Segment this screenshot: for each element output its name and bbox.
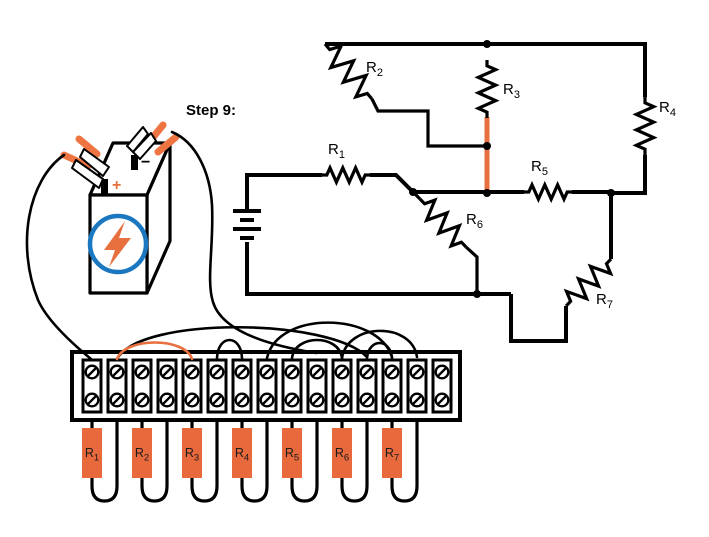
- screw-slot: [287, 367, 297, 377]
- screw-slot: [237, 395, 247, 405]
- resistor-r6: [411, 190, 475, 256]
- jumper-6-7: [215, 338, 244, 360]
- schematic-top-wire: [325, 42, 647, 97]
- screw-slot: [87, 395, 97, 405]
- clip-jaw: [71, 159, 104, 189]
- screw-slot: [312, 367, 322, 377]
- screw-slot: [112, 367, 122, 377]
- resistor-lead-loop: [240, 420, 269, 503]
- strip-label-r7: R7: [384, 446, 400, 464]
- battery-top-wire: [245, 173, 322, 211]
- battery-minus-label: −: [141, 154, 151, 171]
- r2-branch-wire: [370, 98, 487, 148]
- strip-resistor-body: [382, 428, 402, 478]
- screw-slot: [262, 367, 272, 377]
- strip-resistor-body: [332, 428, 352, 478]
- screw-slot: [337, 367, 347, 377]
- strip-label-r5: R5: [284, 446, 300, 464]
- battery-plus-label: +: [112, 177, 122, 194]
- screw-slot: [162, 367, 172, 377]
- battery-negative-wire: [170, 130, 318, 355]
- r7-bottom-wire: [509, 294, 568, 343]
- screw-slot: [437, 367, 447, 377]
- resistor-lead-loop: [340, 420, 369, 503]
- schematic-label-r1: R1: [328, 141, 345, 161]
- strip-label-r6: R6: [334, 446, 350, 464]
- schematic: [233, 35, 656, 343]
- schematic-label-r2: R2: [366, 59, 383, 79]
- alligator-clip-positive: [60, 135, 110, 189]
- clip-jaw: [79, 148, 110, 177]
- schematic-label-r5: R5: [531, 158, 548, 178]
- battery-negative-post: [131, 155, 138, 170]
- screw-slot: [412, 395, 422, 405]
- resistor-r1: [320, 166, 372, 184]
- screw-slot: [337, 395, 347, 405]
- strip-resistor-leads: [90, 420, 419, 503]
- battery-positive-post: [101, 179, 108, 196]
- step-label: Step 9:: [186, 102, 237, 119]
- strip-resistor-body: [132, 428, 152, 478]
- screw-slot: [412, 367, 422, 377]
- resistor-lead-loop: [90, 420, 119, 503]
- schematic-label-r3: R3: [503, 81, 520, 101]
- screw-slot: [387, 395, 397, 405]
- schematic-label-r4: R4: [659, 99, 676, 119]
- screw-slot: [387, 367, 397, 377]
- screw-slot: [187, 367, 197, 377]
- strip-resistor-bodies: [82, 428, 402, 478]
- r1-node-wire: [370, 173, 415, 194]
- strip-terminals: [81, 358, 453, 414]
- battery-symbol: [233, 209, 261, 240]
- lightning-bolt-icon: [104, 221, 131, 267]
- hookup-wires: [25, 130, 419, 361]
- strip-label-r2: R2: [134, 446, 150, 464]
- alligator-clip-negative: [126, 121, 180, 160]
- strip-label-r1: R1: [84, 446, 100, 464]
- resistor-r5: [522, 183, 574, 201]
- jumper-9-11: [290, 338, 344, 360]
- terminal-strip: [70, 350, 462, 422]
- resistor-lead-loop: [290, 420, 319, 503]
- screw-slot: [212, 395, 222, 405]
- schematic-bottom-wire: [245, 242, 511, 296]
- resistor-r4: [634, 95, 656, 157]
- strip-resistor-body: [282, 428, 302, 478]
- strip-resistor-body: [182, 428, 202, 478]
- r4-bottom-wire: [611, 155, 647, 195]
- highlighted-jumper-2-5: [115, 341, 194, 361]
- schematic-label-r7: R7: [596, 291, 613, 311]
- screw-slot: [362, 395, 372, 405]
- screw-slot: [162, 395, 172, 405]
- strip-label-r3: R3: [184, 446, 200, 464]
- screw-slot: [437, 395, 447, 405]
- screw-slot: [262, 395, 272, 405]
- battery-positive-wire: [25, 153, 93, 361]
- strip-resistor-body: [232, 428, 252, 478]
- schematic-label-r6: R6: [466, 211, 483, 231]
- strip-resistor-body: [82, 428, 102, 478]
- resistor-r3: [476, 58, 498, 120]
- screw-slot: [312, 395, 322, 405]
- resistor-lead-loop: [190, 420, 219, 503]
- screw-slot: [137, 367, 147, 377]
- r6-bottom-lead: [464, 245, 479, 294]
- jumper-11-14: [340, 329, 419, 360]
- strip-label-r4: R4: [234, 446, 250, 464]
- clip-jaw: [126, 126, 149, 153]
- screw-slot: [362, 367, 372, 377]
- jumper-12-13: [365, 341, 394, 360]
- screw-slot: [87, 367, 97, 377]
- screw-slot: [187, 395, 197, 405]
- screw-slot: [237, 367, 247, 377]
- screw-slot: [212, 367, 222, 377]
- screw-slot: [112, 395, 122, 405]
- screw-slot: [137, 395, 147, 405]
- junction-dots: [409, 40, 615, 298]
- resistor-lead-loop: [390, 420, 419, 503]
- battery-illustration: [60, 121, 180, 295]
- resistor-lead-loop: [140, 420, 169, 503]
- screw-slot: [287, 395, 297, 405]
